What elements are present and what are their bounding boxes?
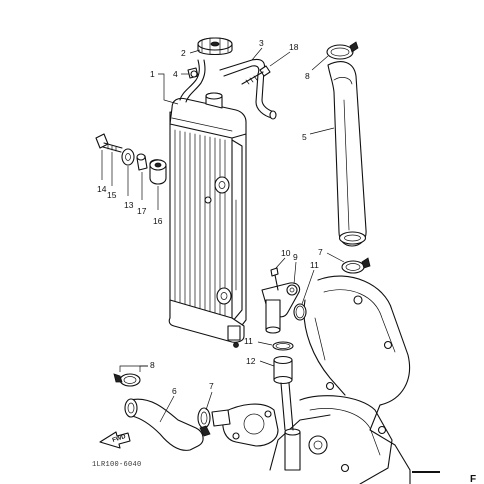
callout-6: 6 [172, 386, 177, 396]
callout-17: 17 [137, 206, 147, 216]
callout-7a: 7 [209, 381, 214, 391]
callout-3: 3 [259, 38, 264, 48]
hose-clip [187, 67, 199, 79]
callout-8b: 8 [150, 360, 155, 370]
callout-1: 1 [150, 69, 155, 79]
radiator-core-fins [174, 129, 226, 334]
radiator-assembly [168, 92, 247, 348]
outlet-bolts [270, 267, 279, 291]
part-callouts: 1 2 3 4 5 6 7 7 8 8 9 10 11 [97, 38, 345, 423]
lower-radiator-hose [124, 398, 204, 451]
callout-11a: 11 [310, 260, 319, 270]
callout-13: 13 [124, 200, 134, 210]
callout-2: 2 [181, 48, 186, 58]
hose-clamp [197, 407, 211, 437]
o-ring [272, 303, 307, 351]
hose-clamp [341, 257, 371, 274]
pipe-to-engine [280, 382, 294, 431]
pipe-joint [273, 355, 293, 385]
grommet [149, 159, 167, 185]
callout-18: 18 [289, 42, 299, 52]
upper-radiator-hose [327, 61, 367, 247]
callout-11b: 11 [244, 336, 253, 346]
direction-arrow: FWD [99, 431, 131, 449]
bolt [241, 65, 271, 85]
drawing-code: 1LR100-6040 [92, 461, 142, 469]
page-corner-mark: F [412, 471, 476, 484]
page-mark: F [470, 474, 476, 484]
callout-10: 10 [281, 248, 291, 258]
callout-7b: 7 [318, 247, 323, 257]
hose-clamp [113, 373, 141, 387]
callout-12: 12 [246, 356, 256, 366]
direction-arrow-label: FWD [112, 434, 127, 444]
mounting-bolt [95, 133, 123, 153]
callout-8a: 8 [305, 71, 310, 81]
collar [136, 153, 148, 171]
callout-5: 5 [302, 132, 307, 142]
water-pump-cover [211, 403, 279, 447]
water-outlet-pipe [261, 282, 301, 334]
callout-14: 14 [97, 184, 107, 194]
callout-4: 4 [173, 69, 178, 79]
engine-crankcase [269, 275, 411, 484]
hose-clamp [326, 41, 359, 60]
callout-9: 9 [293, 252, 298, 262]
callout-15: 15 [107, 190, 117, 200]
radiator-cap [197, 37, 233, 56]
callout-16: 16 [153, 216, 163, 226]
washer [121, 148, 135, 166]
